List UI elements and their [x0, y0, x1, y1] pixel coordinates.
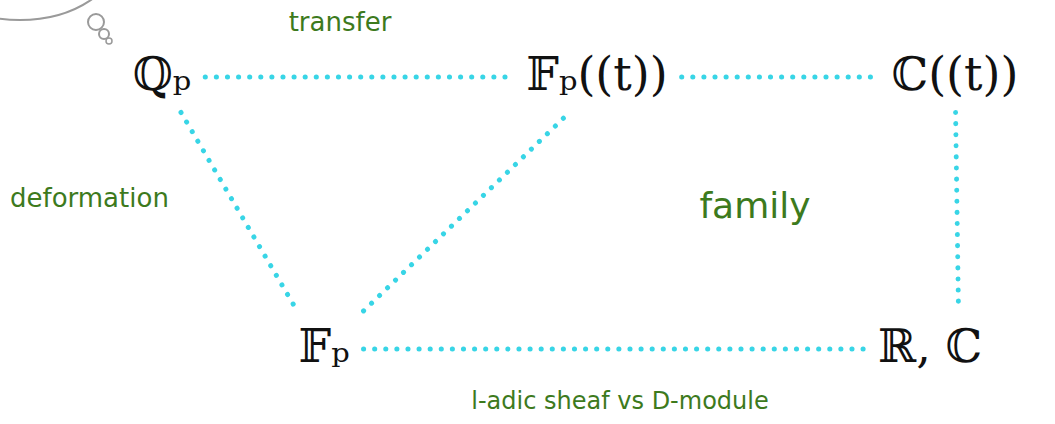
math-field-node: 𝔽ₚ((t)) — [520, 44, 673, 105]
node-text: ℝ, ℂ — [878, 319, 982, 373]
free-label: family — [699, 185, 810, 226]
math-field-node: ℂ((t)) — [886, 44, 1025, 105]
dotted-connector — [205, 75, 512, 80]
dotted-connector — [364, 112, 570, 310]
node-text: ℚₚ — [133, 47, 191, 101]
edge-label: deformation — [10, 183, 169, 213]
edge-label: l-adic sheaf vs D-module — [471, 387, 768, 415]
dotted-connector — [364, 347, 864, 352]
dotted-connector — [181, 112, 295, 307]
math-field-node: ℝ, ℂ — [872, 316, 988, 377]
dotted-connector — [956, 112, 959, 307]
node-text: ℂ((t)) — [892, 47, 1019, 101]
math-field-node: ℚₚ — [127, 44, 197, 105]
edge-label: transfer — [289, 7, 392, 37]
node-text: 𝔽ₚ — [298, 319, 349, 373]
math-field-node: 𝔽ₚ — [292, 316, 355, 377]
dotted-connector — [682, 75, 878, 80]
node-text: 𝔽ₚ((t)) — [526, 47, 667, 101]
